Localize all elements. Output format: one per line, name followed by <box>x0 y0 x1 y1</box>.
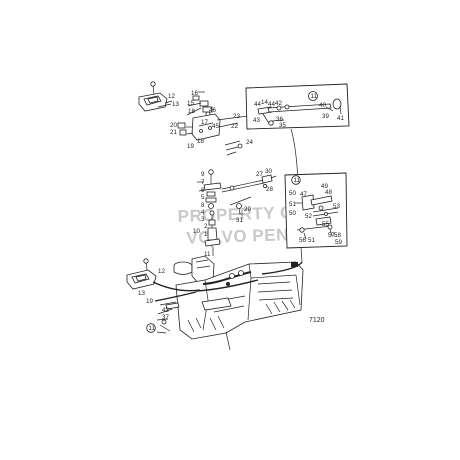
callout-22: 22 <box>231 123 238 130</box>
callout-45: 45 <box>212 123 219 130</box>
callout-30: 30 <box>265 168 272 175</box>
callout-19-upper: 19 <box>187 143 194 150</box>
callout-28: 28 <box>266 186 273 193</box>
callout-37: 37 <box>162 314 169 321</box>
callout-35: 35 <box>279 122 286 129</box>
callout-36: 36 <box>276 116 283 123</box>
callout-3: 3 <box>201 216 205 223</box>
callout-44-b: 44 <box>268 101 275 108</box>
callout-7: 7 <box>201 179 205 186</box>
callout-15: 15 <box>187 100 194 107</box>
callout-20: 20 <box>170 122 177 129</box>
callout-55: 55 <box>322 221 329 228</box>
figure-number: 7120 <box>309 317 325 324</box>
callout-4: 4 <box>201 209 205 216</box>
callout-21: 21 <box>170 129 177 136</box>
inset-right: 11 <box>284 172 348 249</box>
callout-13-lower: 13 <box>138 290 145 297</box>
inset-marker-bottom: 11 <box>149 325 156 332</box>
callout-43: 43 <box>253 117 260 124</box>
callout-51-b: 51 <box>308 237 315 244</box>
callout-13-upper: 13 <box>172 101 179 108</box>
callout-57: 57 <box>328 232 335 239</box>
throttle-rod <box>221 174 277 215</box>
callout-2: 2 <box>204 223 208 230</box>
governor-parts <box>197 169 222 256</box>
callout-56: 56 <box>299 237 306 244</box>
lower-control-cable <box>152 281 201 334</box>
callout-39: 39 <box>322 113 329 120</box>
callout-47: 47 <box>300 191 307 198</box>
callout-48: 48 <box>325 189 332 196</box>
callout-18-lower: 18 <box>197 138 204 145</box>
callout-12-lower: 12 <box>158 268 165 275</box>
callout-50: 50 <box>289 190 296 197</box>
callout-6: 6 <box>201 187 205 194</box>
callout-24: 24 <box>246 139 253 146</box>
callout-labels: 16 15 12 13 18 46 17 45 20 21 18 19 23 2… <box>138 90 344 321</box>
callout-58: 58 <box>334 232 341 239</box>
callout-42: 42 <box>275 100 282 107</box>
callout-41: 41 <box>337 115 344 122</box>
callout-16: 16 <box>191 90 198 97</box>
callout-11: 11 <box>204 251 211 258</box>
callout-44: 44 <box>254 101 261 108</box>
callout-50-b: 50 <box>289 210 296 217</box>
inset-marker-top: 11 <box>311 93 318 100</box>
inset-marker-bottom-group: 11 <box>146 323 156 333</box>
callout-5: 5 <box>201 194 205 201</box>
callout-8: 8 <box>201 202 205 209</box>
callout-31: 31 <box>236 217 243 224</box>
callout-46: 46 <box>209 107 216 114</box>
callout-14: 14 <box>261 99 268 106</box>
callout-53: 53 <box>333 203 340 210</box>
callout-27: 27 <box>256 171 263 178</box>
callout-10: 10 <box>193 228 200 235</box>
mounting-bracket <box>177 113 239 141</box>
callout-51: 51 <box>289 201 296 208</box>
callout-40: 40 <box>319 102 326 109</box>
inset-marker-right: 11 <box>294 177 301 184</box>
callout-29: 29 <box>244 206 251 213</box>
callout-19-lower: 19 <box>146 298 153 305</box>
callout-42-lower: 42 <box>162 307 169 314</box>
upper-control-lever <box>138 81 173 112</box>
callout-17: 17 <box>201 119 208 126</box>
lower-control-lever <box>126 258 157 290</box>
inset-upper-right: 11 <box>245 83 350 130</box>
engine-block <box>173 255 304 351</box>
callout-49: 49 <box>321 183 328 190</box>
callout-18-upper: 18 <box>188 108 195 115</box>
callout-9: 9 <box>201 171 205 178</box>
callout-59: 59 <box>335 239 342 246</box>
callout-12-upper: 12 <box>168 93 175 100</box>
control-cable-right <box>261 261 303 275</box>
callout-23: 23 <box>233 113 240 120</box>
callout-52: 52 <box>305 213 312 220</box>
callout-1: 1 <box>204 231 208 238</box>
